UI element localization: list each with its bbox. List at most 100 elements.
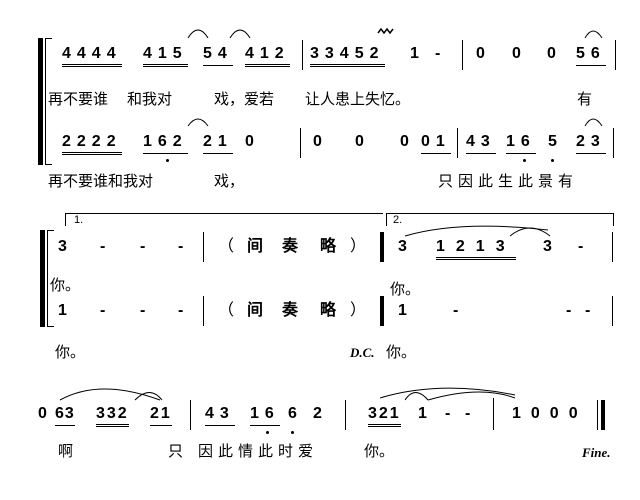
slur (584, 118, 603, 127)
dash: - (100, 302, 112, 319)
note-group: 321 (368, 405, 401, 427)
system-brace (38, 38, 43, 165)
dash: - (465, 405, 477, 422)
lyric: 戏， (214, 172, 245, 190)
note-group: 16 (250, 405, 280, 426)
note-group: 43 (466, 133, 496, 154)
note: 1 (58, 302, 73, 319)
note-group: 162 (143, 133, 188, 154)
lyric: 你。 (390, 280, 421, 298)
slur (229, 29, 251, 39)
rest: 0 (245, 133, 260, 150)
dash: - (140, 238, 152, 255)
lyric: 只 (168, 442, 184, 460)
paren-close: ） (350, 238, 373, 255)
note-group: 43 (205, 405, 235, 426)
slur (584, 30, 603, 39)
note: 1 (418, 405, 433, 422)
barline (613, 128, 614, 158)
dash: - (140, 302, 152, 319)
paren-open: （ (218, 238, 241, 255)
volta-2-label: 2. (393, 214, 403, 226)
lyric: 戏，爱若 (214, 90, 275, 108)
interlude-text: 奏 (282, 302, 305, 319)
da-capo-mark: D.C. (350, 345, 375, 360)
rest: 0 (476, 45, 491, 62)
dash: - (453, 302, 465, 319)
paren-open: （ (218, 302, 241, 319)
lyric: 和我对 (127, 90, 173, 108)
barline (203, 296, 204, 326)
fine-mark: Fine. (582, 445, 611, 460)
slur (379, 387, 516, 399)
note-group: 54 (203, 45, 233, 66)
barline (300, 128, 301, 158)
note-group: 21 (203, 133, 233, 154)
barline (493, 398, 494, 430)
note-group: 1000 (512, 405, 588, 422)
barline (612, 232, 613, 262)
lyric: 你。 (364, 442, 395, 460)
note-group: 56 (576, 45, 606, 66)
final-barline-thick (601, 400, 605, 430)
slur (134, 392, 163, 401)
low-octave-dot (166, 159, 169, 162)
low-octave-dot (291, 431, 294, 434)
note-group: 1213 (436, 238, 516, 260)
system-bracket (47, 230, 54, 327)
interlude-text: 奏 (282, 238, 305, 255)
barline (190, 400, 191, 430)
note-group: 415 (143, 45, 188, 67)
slur (509, 227, 551, 237)
rest: 0 (512, 45, 527, 62)
interlude-text: 略 (320, 238, 343, 255)
system-bracket (45, 38, 52, 165)
barline (302, 40, 303, 70)
slur (187, 118, 209, 127)
double-barline (380, 232, 384, 262)
barline (203, 232, 204, 262)
note-group: 63 (55, 405, 75, 426)
low-octave-dot (551, 159, 554, 162)
rest: 0 (38, 405, 53, 422)
rest: 0 (547, 45, 562, 62)
lyric: 再不要谁和我对 (48, 172, 154, 190)
note: 2 (313, 405, 328, 422)
low-octave-dot (266, 431, 269, 434)
slur (187, 29, 209, 39)
dash: - (178, 238, 190, 255)
dash: - (178, 302, 190, 319)
barline (457, 128, 458, 158)
lyric: 只因此生此景有 (438, 172, 579, 190)
note: 3 (543, 238, 558, 255)
dash: - (566, 302, 578, 319)
rest: 0 (355, 133, 370, 150)
paren-close: ） (350, 302, 373, 319)
interlude-text: 略 (320, 302, 343, 319)
note: 3 (58, 238, 73, 255)
slur (59, 388, 161, 401)
lyric: 你。 (50, 276, 81, 294)
lyric: 有 (577, 90, 593, 108)
volta-2 (386, 213, 614, 226)
double-barline (380, 296, 384, 326)
note-group: 2222 (62, 133, 122, 155)
lyric: 你。 (386, 343, 417, 361)
note: 6 (288, 405, 303, 422)
barline (615, 40, 616, 70)
note: 3 (398, 238, 413, 255)
system-brace (40, 230, 45, 327)
barline (345, 400, 346, 430)
volta-1 (65, 213, 383, 226)
final-barline-thin (597, 400, 598, 430)
note: 1 (410, 45, 425, 62)
note-group: 4444 (62, 45, 122, 67)
dash: - (585, 302, 597, 319)
note-group: 33452 (310, 45, 385, 67)
lyric: 因此情此时爱 (198, 442, 319, 460)
rest: 0 (400, 133, 415, 150)
low-octave-dot (523, 159, 526, 162)
note: 1 (398, 302, 413, 319)
rest: 0 (313, 133, 328, 150)
